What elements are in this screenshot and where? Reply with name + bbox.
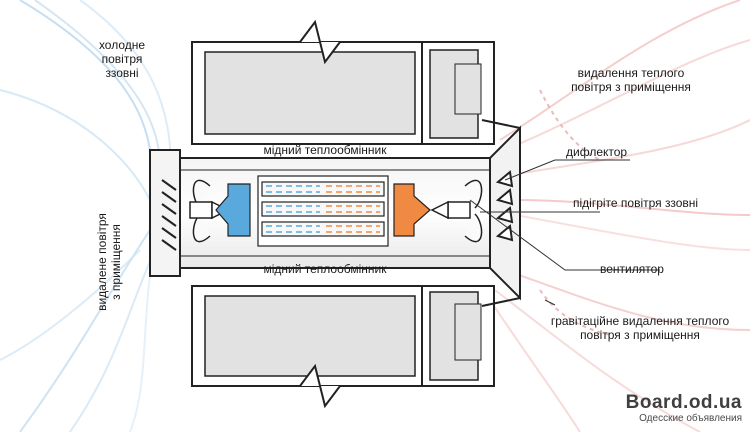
leader-lines [469, 159, 660, 306]
exchanger-top-label: мідний теплообмінник [263, 143, 387, 157]
warm-manifold [393, 183, 431, 237]
cold-air-label: холодне повітря ззовні [98, 38, 146, 80]
wall-upper [191, 19, 495, 145]
warm-air-streams [489, 0, 750, 432]
cold-manifold [215, 183, 251, 237]
wall-lower [191, 285, 495, 409]
watermark-subtitle: Одесские объявления [639, 413, 742, 424]
exchanger-bottom-label: мідний теплообмінник [263, 262, 387, 276]
fan-icon [430, 179, 483, 243]
watermark-title: Board.od.ua [625, 392, 742, 413]
watermark: Board.od.ua Одесские объявления [626, 392, 742, 424]
fan-icon [189, 179, 230, 243]
warm-removal-label: видалення теплого повітря з приміщення [571, 66, 691, 94]
louver-icon [161, 179, 177, 251]
fan-label: вентилятор [600, 262, 664, 276]
break-line-icon [299, 19, 341, 65]
removed-air-label: видалене повітря з приміщення [95, 213, 123, 311]
heat-exchanger [257, 175, 389, 247]
heated-air-label: підігріте повітря ззовні [573, 196, 699, 210]
deflector-label: дифлектор [566, 145, 628, 159]
gravity-removal-label: гравітаційне видалення теплого повітря з… [550, 314, 730, 342]
